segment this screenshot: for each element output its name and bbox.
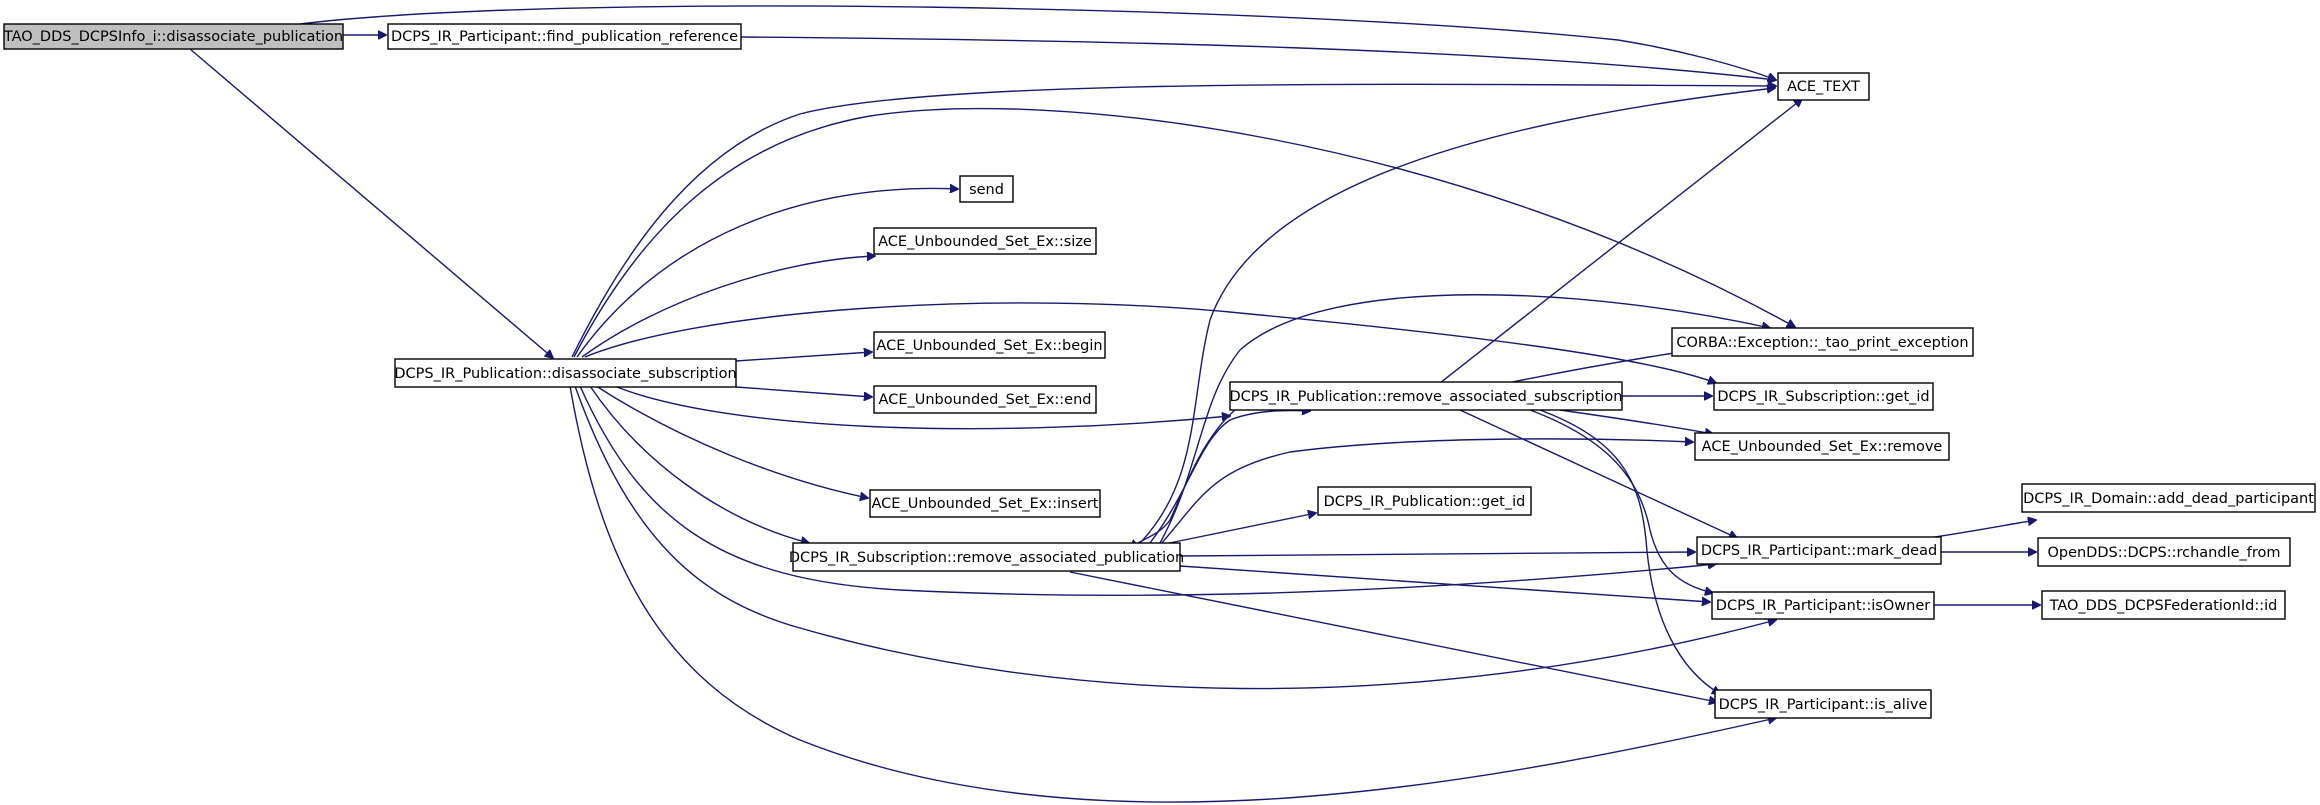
edge-root-to-disassociate-subscription <box>189 48 553 358</box>
node-add-dead-participant[interactable]: DCPS_IR_Domain::add_dead_participant <box>2021 483 2316 513</box>
node-mark-dead[interactable]: DCPS_IR_Participant::mark_dead <box>1696 536 1942 565</box>
node-label: DCPS_IR_Participant::find_publication_re… <box>391 29 738 45</box>
edge-remove-associated-subscription-to-is-alive <box>1539 409 1720 694</box>
edges <box>189 5 2040 803</box>
node-sub-get-id[interactable]: DCPS_IR_Subscription::get_id <box>1713 382 1934 411</box>
node-set-remove[interactable]: ACE_Unbounded_Set_Ex::remove <box>1694 432 1950 461</box>
node-label: ACE_Unbounded_Set_Ex::end <box>879 392 1092 408</box>
node-tao-print-exception[interactable]: CORBA::Exception::_tao_print_exception <box>1671 327 1974 357</box>
edge-remove-associated-subscription-to-remove-associated-publication <box>1130 409 1236 548</box>
node-label: DCPS_IR_Subscription::remove_associated_… <box>789 550 1184 566</box>
node-set-begin[interactable]: ACE_Unbounded_Set_Ex::begin <box>873 331 1106 359</box>
node-label: ACE_TEXT <box>1787 79 1860 95</box>
edge-disassociate-subscription-to-ace-text <box>571 84 1776 358</box>
node-rchandle-from[interactable]: OpenDDS::DCPS::rchandle_from <box>2037 537 2291 567</box>
edge-disassociate-subscription-to-remove-associated-publication <box>589 385 809 543</box>
edge-disassociate-subscription-to-sub-get-id <box>584 302 1716 383</box>
edge-remove-associated-subscription-to-is-owner <box>1529 409 1713 593</box>
node-root[interactable]: TAO_DDS_DCPSInfo_i::disassociate_publica… <box>3 23 344 50</box>
node-label: ACE_Unbounded_Set_Ex::begin <box>876 338 1102 354</box>
edge-disassociate-subscription-to-set-insert <box>595 385 868 498</box>
edge-disassociate-subscription-to-is-alive <box>569 385 1776 803</box>
edge-remove-associated-subscription-to-ace-text <box>1439 99 1802 384</box>
node-label: DCPS_IR_Publication::disassociate_subscr… <box>394 366 736 382</box>
node-pub-get-id[interactable]: DCPS_IR_Publication::get_id <box>1317 486 1532 516</box>
edge-remove-associated-publication-to-tao-print-exception <box>1159 294 1770 544</box>
edge-remove-associated-publication-to-pub-get-id <box>1149 513 1316 548</box>
node-label: CORBA::Exception::_tao_print_exception <box>1676 335 1968 351</box>
edge-remove-associated-publication-to-remove-associated-subscription <box>1149 411 1310 544</box>
node-set-insert[interactable]: ACE_Unbounded_Set_Ex::insert <box>869 489 1101 518</box>
edge-disassociate-subscription-to-set-end <box>735 386 872 397</box>
node-set-size[interactable]: ACE_Unbounded_Set_Ex::size <box>873 227 1097 255</box>
node-ace-text[interactable]: ACE_TEXT <box>1777 72 1870 101</box>
edge-root-to-ace-text <box>299 5 1776 80</box>
edge-disassociate-subscription-to-is-owner <box>574 385 1776 690</box>
node-label: DCPS_IR_Publication::get_id <box>1324 494 1526 510</box>
edge-disassociate-subscription-to-tao-print-exception <box>573 107 1795 358</box>
edge-disassociate-subscription-to-set-size <box>581 256 875 358</box>
node-label: DCPS_IR_Participant::mark_dead <box>1701 543 1937 559</box>
edge-remove-associated-publication-to-ace-text <box>1139 88 1775 544</box>
node-find-publication-reference[interactable]: DCPS_IR_Participant::find_publication_re… <box>387 23 742 50</box>
node-label: TAO_DDS_DCPSFederationId::id <box>2049 598 2278 614</box>
edge-remove-associated-publication-to-is-alive <box>1069 571 1717 702</box>
edge-remove-associated-subscription-to-mark-dead <box>1459 409 1737 538</box>
node-label: TAO_DDS_DCPSInfo_i::disassociate_publica… <box>3 29 343 45</box>
edge-disassociate-subscription-to-mark-dead <box>579 385 1716 596</box>
node-label: OpenDDS::DCPS::rchandle_from <box>2047 545 2280 561</box>
edge-remove-associated-publication-to-is-owner <box>1179 565 1710 602</box>
edge-disassociate-subscription-to-send <box>576 188 958 358</box>
edge-remove-associated-publication-to-mark-dead <box>1179 552 1695 557</box>
edge-find-publication-reference-to-ace-text <box>740 36 1776 80</box>
node-remove-associated-publication[interactable]: DCPS_IR_Subscription::remove_associated_… <box>789 542 1184 572</box>
edge-remove-associated-subscription-to-set-remove <box>1559 409 1713 434</box>
node-label: ACE_Unbounded_Set_Ex::remove <box>1702 439 1943 455</box>
node-label: DCPS_IR_Participant::is_alive <box>1719 697 1928 713</box>
node-send[interactable]: send <box>959 175 1014 203</box>
node-label: ACE_Unbounded_Set_Ex::size <box>878 234 1092 250</box>
node-label: send <box>969 182 1004 198</box>
node-federation-id[interactable]: TAO_DDS_DCPSFederationId::id <box>2041 590 2286 620</box>
node-label: DCPS_IR_Participant::isOwner <box>1716 598 1930 614</box>
edge-remove-associated-publication-to-set-remove <box>1159 439 1693 546</box>
node-is-owner[interactable]: DCPS_IR_Participant::isOwner <box>1711 591 1935 620</box>
edge-disassociate-subscription-to-remove-associated-subscription <box>611 384 1230 430</box>
node-disassociate-subscription[interactable]: DCPS_IR_Publication::disassociate_subscr… <box>394 358 737 388</box>
node-label: DCPS_IR_Domain::add_dead_participant <box>2023 491 2314 507</box>
edge-remove-associated-subscription-to-tao-print-exception <box>1497 349 1700 386</box>
node-is-alive[interactable]: DCPS_IR_Participant::is_alive <box>1714 689 1932 719</box>
node-label: DCPS_IR_Subscription::get_id <box>1717 389 1929 405</box>
node-set-end[interactable]: ACE_Unbounded_Set_Ex::end <box>873 385 1097 414</box>
edge-disassociate-subscription-to-set-begin <box>735 352 872 362</box>
node-remove-associated-subscription[interactable]: DCPS_IR_Publication::remove_associated_s… <box>1229 381 1623 411</box>
node-label: ACE_Unbounded_Set_Ex::insert <box>872 496 1099 512</box>
node-label: DCPS_IR_Publication::remove_associated_s… <box>1229 389 1622 405</box>
